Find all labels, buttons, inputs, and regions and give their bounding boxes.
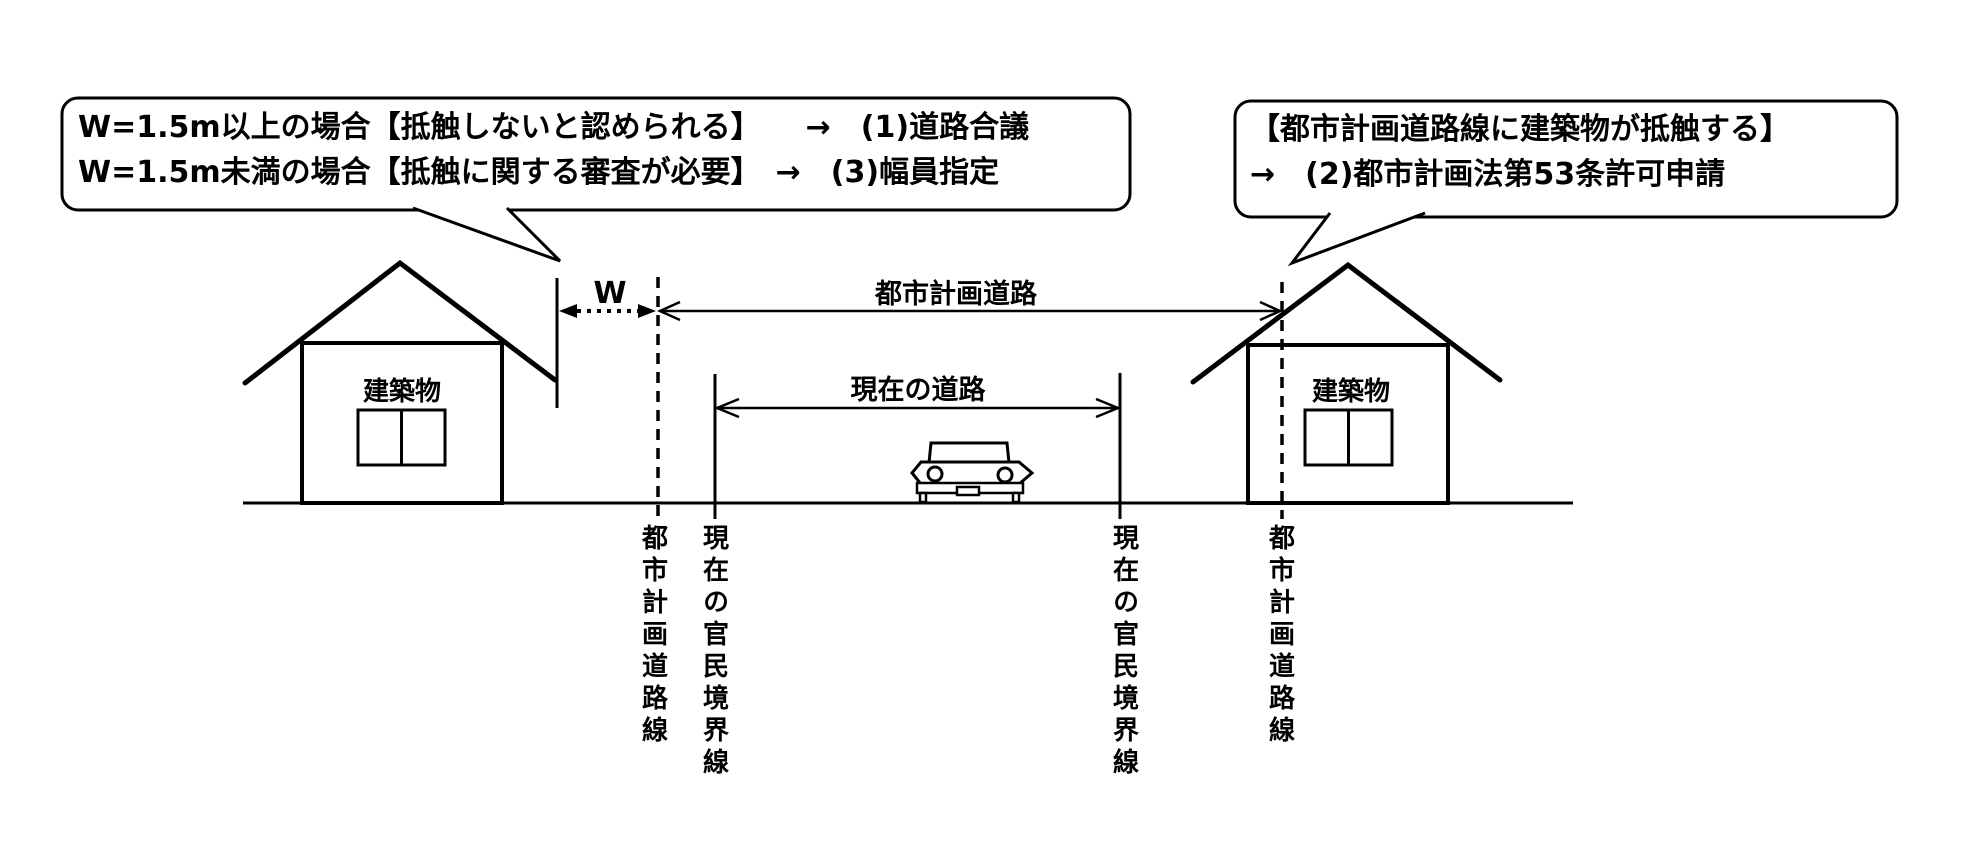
boundary-line-left-label: 現在の官民境界線 [698, 524, 729, 780]
planned-road-label: 都市計画道路 [875, 279, 1037, 310]
right-callout-box [1233, 99, 1899, 219]
car-wheel-right [1011, 491, 1021, 504]
left-callout-box [60, 96, 1132, 212]
w-dimension-arrow [559, 304, 656, 318]
left-callout-line1: W=1.5m以上の場合【抵触しないと認められる】 → (1)道路合議 [78, 110, 1030, 145]
right-building-label: 建築物 [1311, 377, 1391, 407]
left-building-label: 建築物 [362, 377, 442, 407]
right-callout-line2: → (2)都市計画法第53条許可申請 [1250, 157, 1726, 192]
right-callout-line1: 【都市計画道路線に建築物が抵触する】 [1250, 112, 1790, 147]
planned-road-arrow [656, 300, 1284, 322]
boundary-line-right-label: 現在の官民境界線 [1108, 524, 1139, 780]
left-callout-tail [412, 206, 562, 263]
car-wheel-left [918, 491, 928, 504]
planned-road-line-right-label: 都市計画道路線 [1264, 524, 1295, 748]
car-headlight-right [996, 466, 1014, 484]
right-roof [1190, 261, 1503, 385]
width-dimension-label: W [593, 276, 627, 311]
car-icon [910, 441, 1035, 504]
current-road-arrow [713, 397, 1122, 419]
car-license-plate [955, 485, 981, 497]
car-cabin [927, 441, 1011, 465]
right-callout-tail [1287, 211, 1426, 267]
left-callout-line2: W=1.5m未満の場合【抵触に関する審査が必要】 → (3)幅員指定 [78, 155, 1000, 190]
planned-road-line-left-label: 都市計画道路線 [637, 524, 668, 748]
car-headlight-left [926, 465, 944, 483]
current-road-label: 現在の道路 [850, 375, 986, 406]
